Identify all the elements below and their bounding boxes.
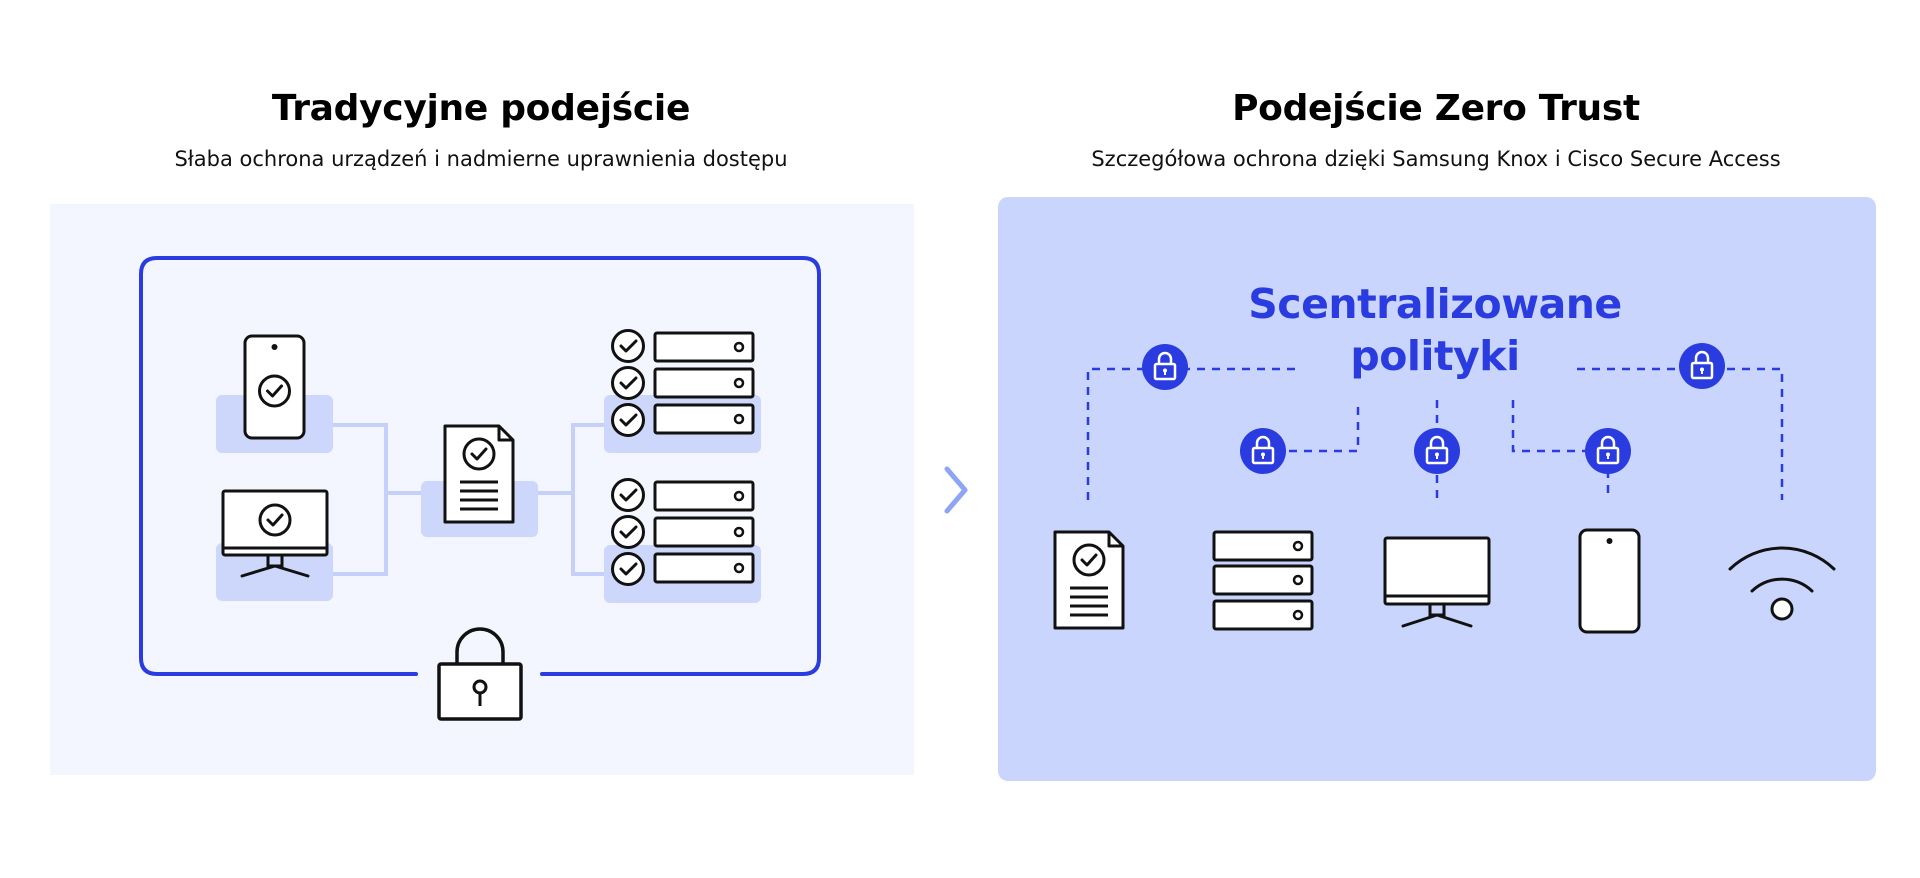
right-panel-subtitle: Szczegółowa ochrona dzięki Samsung Knox …	[1091, 147, 1781, 171]
left-panel-subtitle: Słaba ochrona urządzeń i nadmierne upraw…	[174, 147, 788, 171]
wifi-icon	[1728, 546, 1836, 621]
lock-badge-icon	[1412, 426, 1462, 476]
lock-badge-icon	[1583, 426, 1633, 476]
monitor-icon	[221, 489, 329, 578]
right-panel-background	[998, 197, 1876, 781]
left-panel-title: Tradycyjne podejście	[271, 88, 691, 129]
phone-icon	[1578, 528, 1641, 634]
right-panel-title: Podejście Zero Trust	[1232, 88, 1640, 129]
document-icon	[443, 424, 515, 524]
server-stack-icon	[611, 478, 755, 586]
padlock-icon	[437, 627, 523, 721]
centralized-policies-line1: Scentralizowane	[1248, 280, 1622, 328]
server-stack-icon	[611, 329, 755, 437]
left-connectors	[331, 423, 604, 576]
network-perimeter-frame	[139, 256, 821, 676]
lock-badge-icon	[1238, 426, 1288, 476]
phone-icon	[243, 334, 306, 440]
monitor-icon	[1383, 536, 1491, 628]
document-icon	[1053, 530, 1125, 630]
server-icon	[1212, 530, 1314, 631]
centralized-policies-line2: polityki	[1350, 332, 1520, 380]
chevron-right-icon	[944, 466, 968, 514]
centralized-policies-label: Scentralizowane polityki	[1160, 278, 1710, 382]
